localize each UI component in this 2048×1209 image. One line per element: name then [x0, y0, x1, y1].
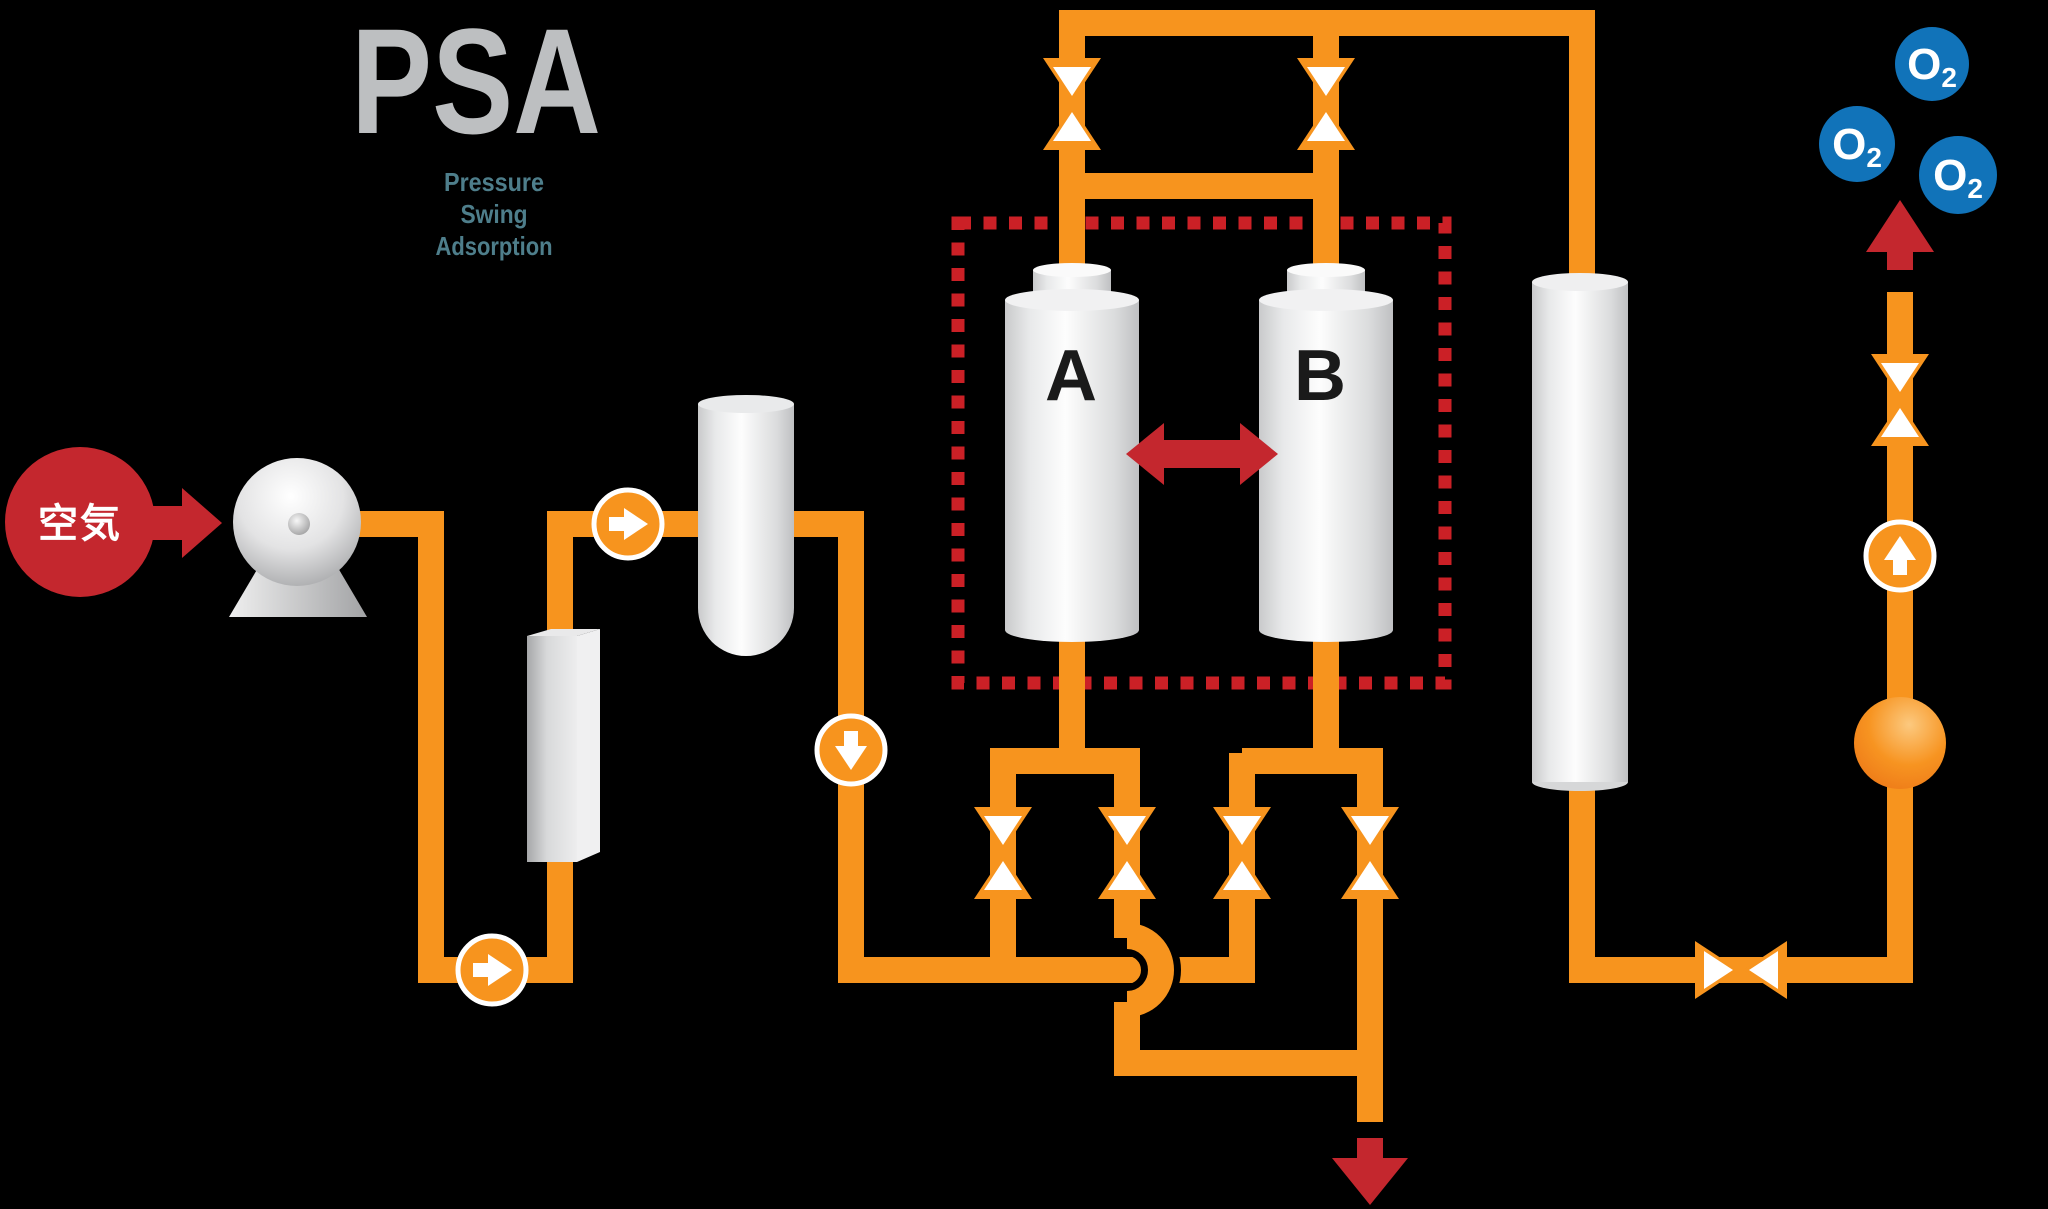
flow-down-icon — [817, 716, 885, 784]
flow-ball — [1854, 697, 1946, 789]
pipe-bridge-arc — [1126, 923, 1174, 1017]
buffer-tank — [698, 395, 794, 656]
psa-subtitle-line-3: Adsorption — [436, 231, 553, 261]
air-source: 空気 — [5, 447, 222, 597]
compressor — [229, 458, 367, 617]
tower-b-label: B — [1294, 336, 1346, 416]
tower-b-neck-rim — [1287, 263, 1365, 277]
adsorption-tower-a: A — [1005, 263, 1139, 642]
pipe-product-line — [1569, 292, 1913, 983]
air-label: 空気 — [38, 502, 122, 546]
exhaust-arrow-icon — [1332, 1138, 1408, 1205]
tower-a-top — [1005, 289, 1139, 311]
o2-bubbles: O2 O2 O2 — [1819, 27, 1997, 214]
psa-logo-block: PSA Pressure Swing Adsorption — [351, 0, 601, 261]
flow-right-icon-1 — [458, 936, 526, 1004]
tower-swap-arrow-icon — [1126, 423, 1278, 485]
o2-bubble-label: O2 — [1933, 151, 1983, 204]
pipe-compressor-to-filter — [340, 511, 573, 983]
filter-top-face — [527, 629, 600, 636]
tower-a-neck-rim — [1033, 263, 1111, 277]
product-tank-rim — [1532, 273, 1628, 291]
filter-column — [527, 629, 600, 862]
tower-b-body — [1259, 300, 1393, 630]
adsorption-tower-b: B — [1259, 263, 1393, 642]
filter-front-face — [527, 636, 577, 862]
pipe-branch-2-lower — [1114, 1002, 1370, 1076]
o2-bubble-icon: O2 — [1919, 136, 1997, 214]
o2-bubble-label: O2 — [1907, 40, 1957, 93]
tower-a-label: A — [1045, 336, 1097, 416]
air-source-circle — [5, 447, 155, 597]
o2-bubble-icon: O2 — [1895, 27, 1969, 101]
buffer-tank-body — [698, 404, 794, 656]
o2-bubble-icon: O2 — [1819, 106, 1895, 182]
o2-outlet-arrow-icon — [1866, 200, 1934, 270]
buffer-tank-rim — [698, 395, 794, 413]
product-tank — [1532, 273, 1628, 791]
flow-up-icon — [1866, 522, 1934, 590]
air-feed-arrow-icon — [148, 488, 222, 558]
psa-logo: PSA — [351, 0, 601, 165]
o2-bubble-label: O2 — [1832, 120, 1882, 173]
tower-b-top — [1259, 289, 1393, 311]
flow-right-icon-2 — [594, 490, 662, 558]
swing-zone-dotted-border — [951, 216, 1452, 690]
product-tank-body — [1532, 282, 1628, 782]
psa-subtitle-line-1: Pressure — [444, 167, 544, 197]
compressor-hub — [288, 513, 310, 535]
tower-a-body — [1005, 300, 1139, 630]
psa-subtitle-line-2: Swing — [461, 199, 528, 229]
filter-side-face — [577, 629, 600, 862]
